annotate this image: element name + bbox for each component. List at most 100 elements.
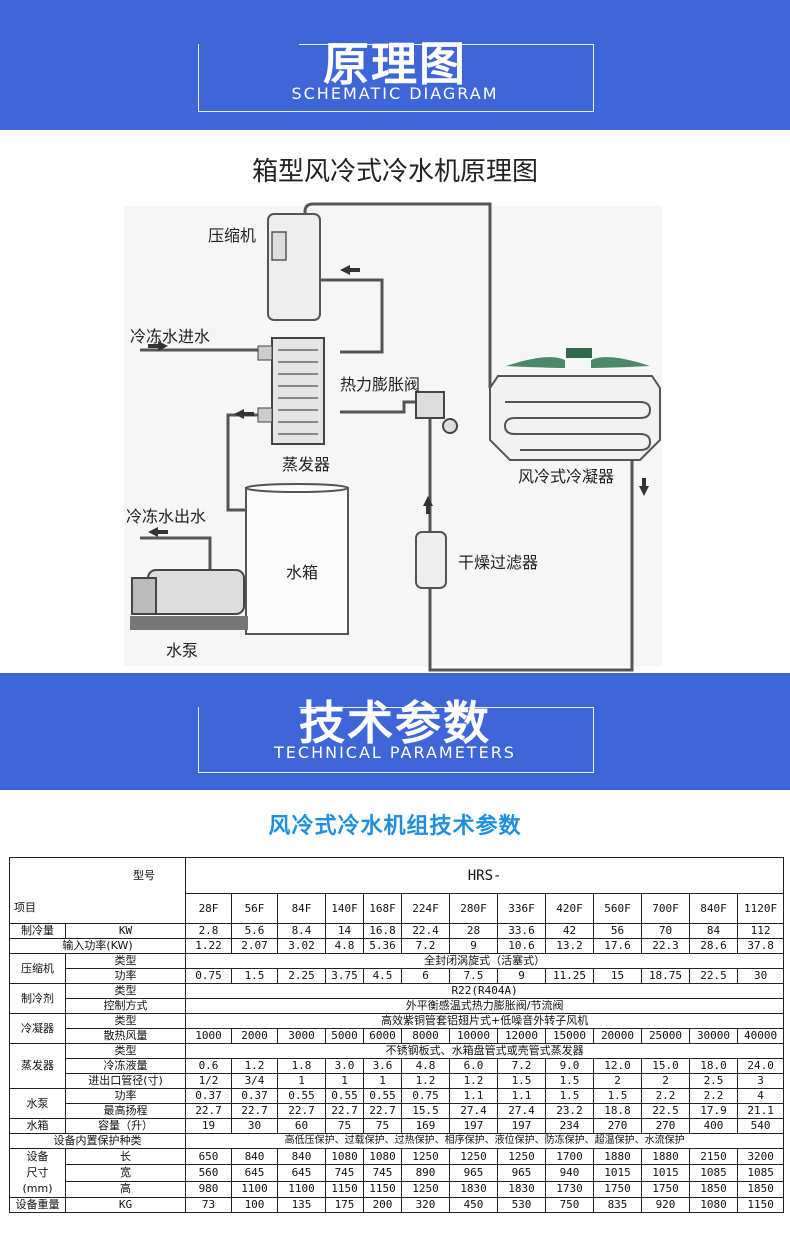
banner-title: 技术参数 bbox=[299, 696, 491, 750]
value-cell: 18.75 bbox=[641, 968, 690, 984]
sub-label: 宽 bbox=[65, 1164, 186, 1182]
value-cell: 3000 bbox=[277, 1028, 326, 1044]
value-cell: 18.0 bbox=[689, 1058, 738, 1074]
parameters-banner: 技术参数 TECHNICAL PARAMETERS bbox=[0, 673, 790, 790]
sub-label: 类型 bbox=[65, 1043, 186, 1059]
value-cell: 1250 bbox=[449, 1147, 498, 1166]
value-cell: 1085 bbox=[689, 1164, 738, 1182]
value-cell: 15000 bbox=[545, 1028, 594, 1044]
model-cell: 336F bbox=[497, 893, 546, 924]
value-cell: 21.1 bbox=[736, 1103, 785, 1119]
value-cell: 22.7 bbox=[363, 1103, 402, 1119]
value-cell: 2000 bbox=[231, 1028, 278, 1044]
value-cell: 5000 bbox=[325, 1028, 364, 1044]
value-cell: 84 bbox=[689, 923, 738, 939]
model-cell: 280F bbox=[449, 893, 498, 924]
value-cell: 1080 bbox=[689, 1197, 738, 1213]
arrow-left-icon bbox=[234, 409, 254, 419]
value-cell: 7.2 bbox=[497, 1058, 546, 1074]
value-cell: 1150 bbox=[736, 1197, 785, 1213]
value-cell: 75 bbox=[363, 1118, 402, 1134]
value-cell: 1100 bbox=[231, 1180, 278, 1199]
value-cell: 2.2 bbox=[641, 1088, 690, 1104]
group-label: 冷凝器 bbox=[9, 1013, 66, 1044]
value-cell: 835 bbox=[593, 1197, 642, 1213]
value-cell: 7.5 bbox=[449, 968, 498, 984]
value-cell: 1.2 bbox=[231, 1058, 278, 1074]
banner-frame bbox=[198, 43, 594, 112]
value-cell: 3 bbox=[736, 1073, 785, 1089]
value-cell: 22.4 bbox=[401, 923, 450, 939]
value-cell: 2.25 bbox=[277, 968, 326, 984]
diagram-title: 箱型风冷式冷水机原理图 bbox=[252, 157, 538, 187]
value-cell: 1.1 bbox=[449, 1088, 498, 1104]
row-evaporator-type: 蒸发器 类型 不锈钢板式、水箱盘管式或壳管式蒸发器 bbox=[9, 1043, 785, 1089]
value-cell: 3.0 bbox=[325, 1058, 364, 1074]
value-cell: 2 bbox=[641, 1073, 690, 1089]
arrow-down-icon bbox=[639, 478, 649, 496]
value-cell: 965 bbox=[449, 1164, 498, 1182]
value-cell: 1080 bbox=[325, 1147, 364, 1166]
arrow-left-icon bbox=[340, 265, 360, 275]
value-cell: 1250 bbox=[401, 1147, 450, 1166]
value-cell: 1880 bbox=[593, 1147, 642, 1166]
banner-subtitle: SCHEMATIC DIAGRAM bbox=[291, 84, 499, 103]
value-cell: 1.5 bbox=[593, 1088, 642, 1104]
value-cell: 100 bbox=[231, 1197, 278, 1213]
dims-label-line: 设备 bbox=[26, 1150, 49, 1163]
value-cell: 1 bbox=[325, 1073, 364, 1089]
sub-label: 控制方式 bbox=[65, 998, 186, 1014]
banner-frame bbox=[198, 706, 594, 773]
value-cell: 1730 bbox=[545, 1180, 594, 1199]
value-cell: 17.9 bbox=[689, 1103, 738, 1119]
value-cell: 135 bbox=[277, 1197, 326, 1213]
spec-table: 型号 HRS- 项目 28F 56F 84F 140F 168F 224F 28… bbox=[9, 857, 785, 1213]
row-label: 设备重量 bbox=[9, 1197, 66, 1213]
value-cell: 56 bbox=[593, 923, 642, 939]
value-cell: 2.07 bbox=[231, 938, 278, 954]
value-cell: 530 bbox=[497, 1197, 546, 1213]
value-cell: 60 bbox=[277, 1118, 326, 1134]
value-cell: 1000 bbox=[185, 1028, 232, 1044]
value-cell: 7.2 bbox=[401, 938, 450, 954]
value-cell: 12000 bbox=[497, 1028, 546, 1044]
row-pump-power: 水泵 功率 0.37 0.37 0.55 0.55 0.55 0.75 1.1 … bbox=[9, 1088, 785, 1119]
banner-subtitle: TECHNICAL PARAMETERS bbox=[274, 743, 516, 762]
schematic-diagram: 箱型风冷式冷水机原理图 bbox=[0, 140, 790, 680]
value-cell: 33.6 bbox=[497, 923, 546, 939]
header-item: 项目 bbox=[9, 893, 186, 924]
value-cell: 320 bbox=[401, 1197, 450, 1213]
row-condenser-air: 散热风量 1000 2000 3000 5000 6000 8000 10000… bbox=[10, 1028, 785, 1044]
label-water-out: 冷冻水出水 bbox=[126, 507, 206, 526]
span-value: 不锈钢板式、水箱盘管式或壳管式蒸发器 bbox=[184, 1043, 785, 1059]
row-cooling: 制冷量 KW 2.8 5.6 8.4 14 16.8 22.4 28 33.6 … bbox=[9, 923, 785, 939]
value-cell: 30000 bbox=[689, 1028, 738, 1044]
value-cell: 1830 bbox=[449, 1180, 498, 1199]
arrow-left-icon bbox=[148, 527, 168, 537]
value-cell: 400 bbox=[689, 1118, 738, 1134]
value-cell: 30 bbox=[231, 1118, 278, 1134]
value-cell: 18.8 bbox=[593, 1103, 642, 1119]
value-cell: 5.6 bbox=[231, 923, 278, 939]
model-cell: 140F bbox=[325, 893, 364, 924]
row-compressor-power: 功率 0.75 1.5 2.25 3.75 4.5 6 7.5 9 11.25 … bbox=[10, 968, 785, 984]
value-cell: 10.6 bbox=[497, 938, 546, 954]
row-weight: 设备重量 KG 73 100 135 175 200 320 450 530 7… bbox=[9, 1197, 785, 1213]
value-cell: 270 bbox=[641, 1118, 690, 1134]
value-cell: 1700 bbox=[545, 1147, 594, 1166]
value-cell: 1750 bbox=[641, 1180, 690, 1199]
value-cell: 13.2 bbox=[545, 938, 594, 954]
model-cell: 420F bbox=[545, 893, 594, 924]
sub-label: 功率 bbox=[65, 1088, 186, 1104]
value-cell: 0.37 bbox=[231, 1088, 278, 1104]
value-cell: 234 bbox=[545, 1118, 594, 1134]
sub-label: 进出口管径(寸) bbox=[65, 1073, 186, 1089]
condenser bbox=[489, 348, 661, 461]
value-cell: 1250 bbox=[497, 1147, 546, 1166]
value-cell: 645 bbox=[277, 1164, 326, 1182]
value-cell: 1.5 bbox=[545, 1073, 594, 1089]
value-cell: 9.0 bbox=[545, 1058, 594, 1074]
sub-label: 冷冻液量 bbox=[65, 1058, 186, 1074]
evaporator bbox=[257, 337, 325, 445]
span-value: 全封闭涡旋式（活塞式） bbox=[184, 953, 785, 969]
